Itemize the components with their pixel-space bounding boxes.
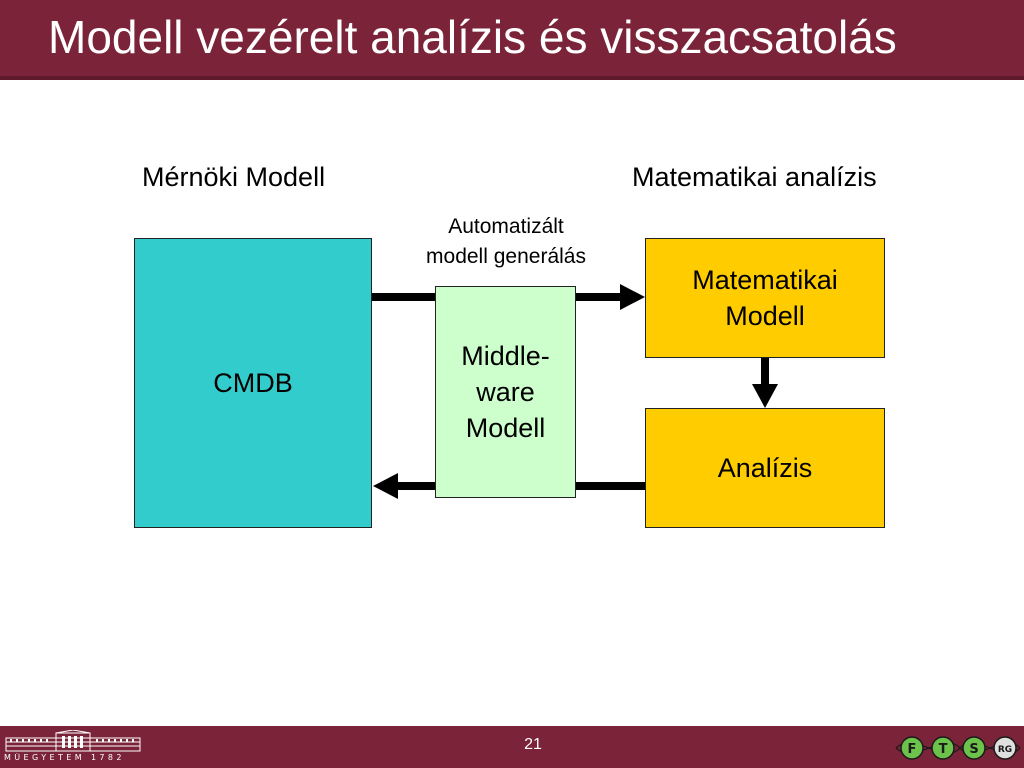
university-building-icon [5,730,141,752]
engineering-model-heading: Mérnöki Modell [142,162,326,192]
math-analysis-heading: Matematikai analízis [632,162,877,192]
math-model-label-line1: Matematikai [692,265,838,295]
middleware-model-box: Middle- ware Modell [435,286,576,498]
math-model-box: Matematikai Modell [645,238,885,358]
math-model-label-line2: Modell [725,301,805,331]
cmdb-box: CMDB [134,238,372,528]
ftsrg-letter-rg: RG [998,745,1012,755]
slide-title: Modell vezérelt analízis és visszacsatol… [48,11,897,63]
footer-bar [0,726,1024,768]
page-number: 21 [524,736,542,753]
arrow-head-down [752,384,778,408]
auto-generation-note-line1: Automatizált [448,215,564,238]
ftsrg-logo-icon: F T S RG [895,736,1021,760]
middleware-label-line1: Middle- [461,341,550,371]
analysis-box: Analízis [645,408,885,528]
middleware-label-line2: ware [476,377,535,407]
university-logo: MŰEGYETEM 1782 [4,728,142,766]
arrow-head-left [373,473,398,499]
ftsrg-letter-t: T [939,742,948,757]
arrow-head-right [620,284,645,310]
university-logo-text: MŰEGYETEM 1782 [4,753,125,762]
analysis-label: Analízis [717,453,813,483]
auto-generation-note: Automatizált modell generálás [395,212,617,272]
title-bar: Modell vezérelt analízis és visszacsatol… [0,0,1024,80]
ftsrg-letter-f: F [908,742,917,757]
ftsrg-letter-s: S [969,742,978,757]
cmdb-label: CMDB [213,368,293,398]
middleware-label-line3: Modell [465,413,546,443]
auto-generation-note-line2: modell generálás [426,245,586,268]
